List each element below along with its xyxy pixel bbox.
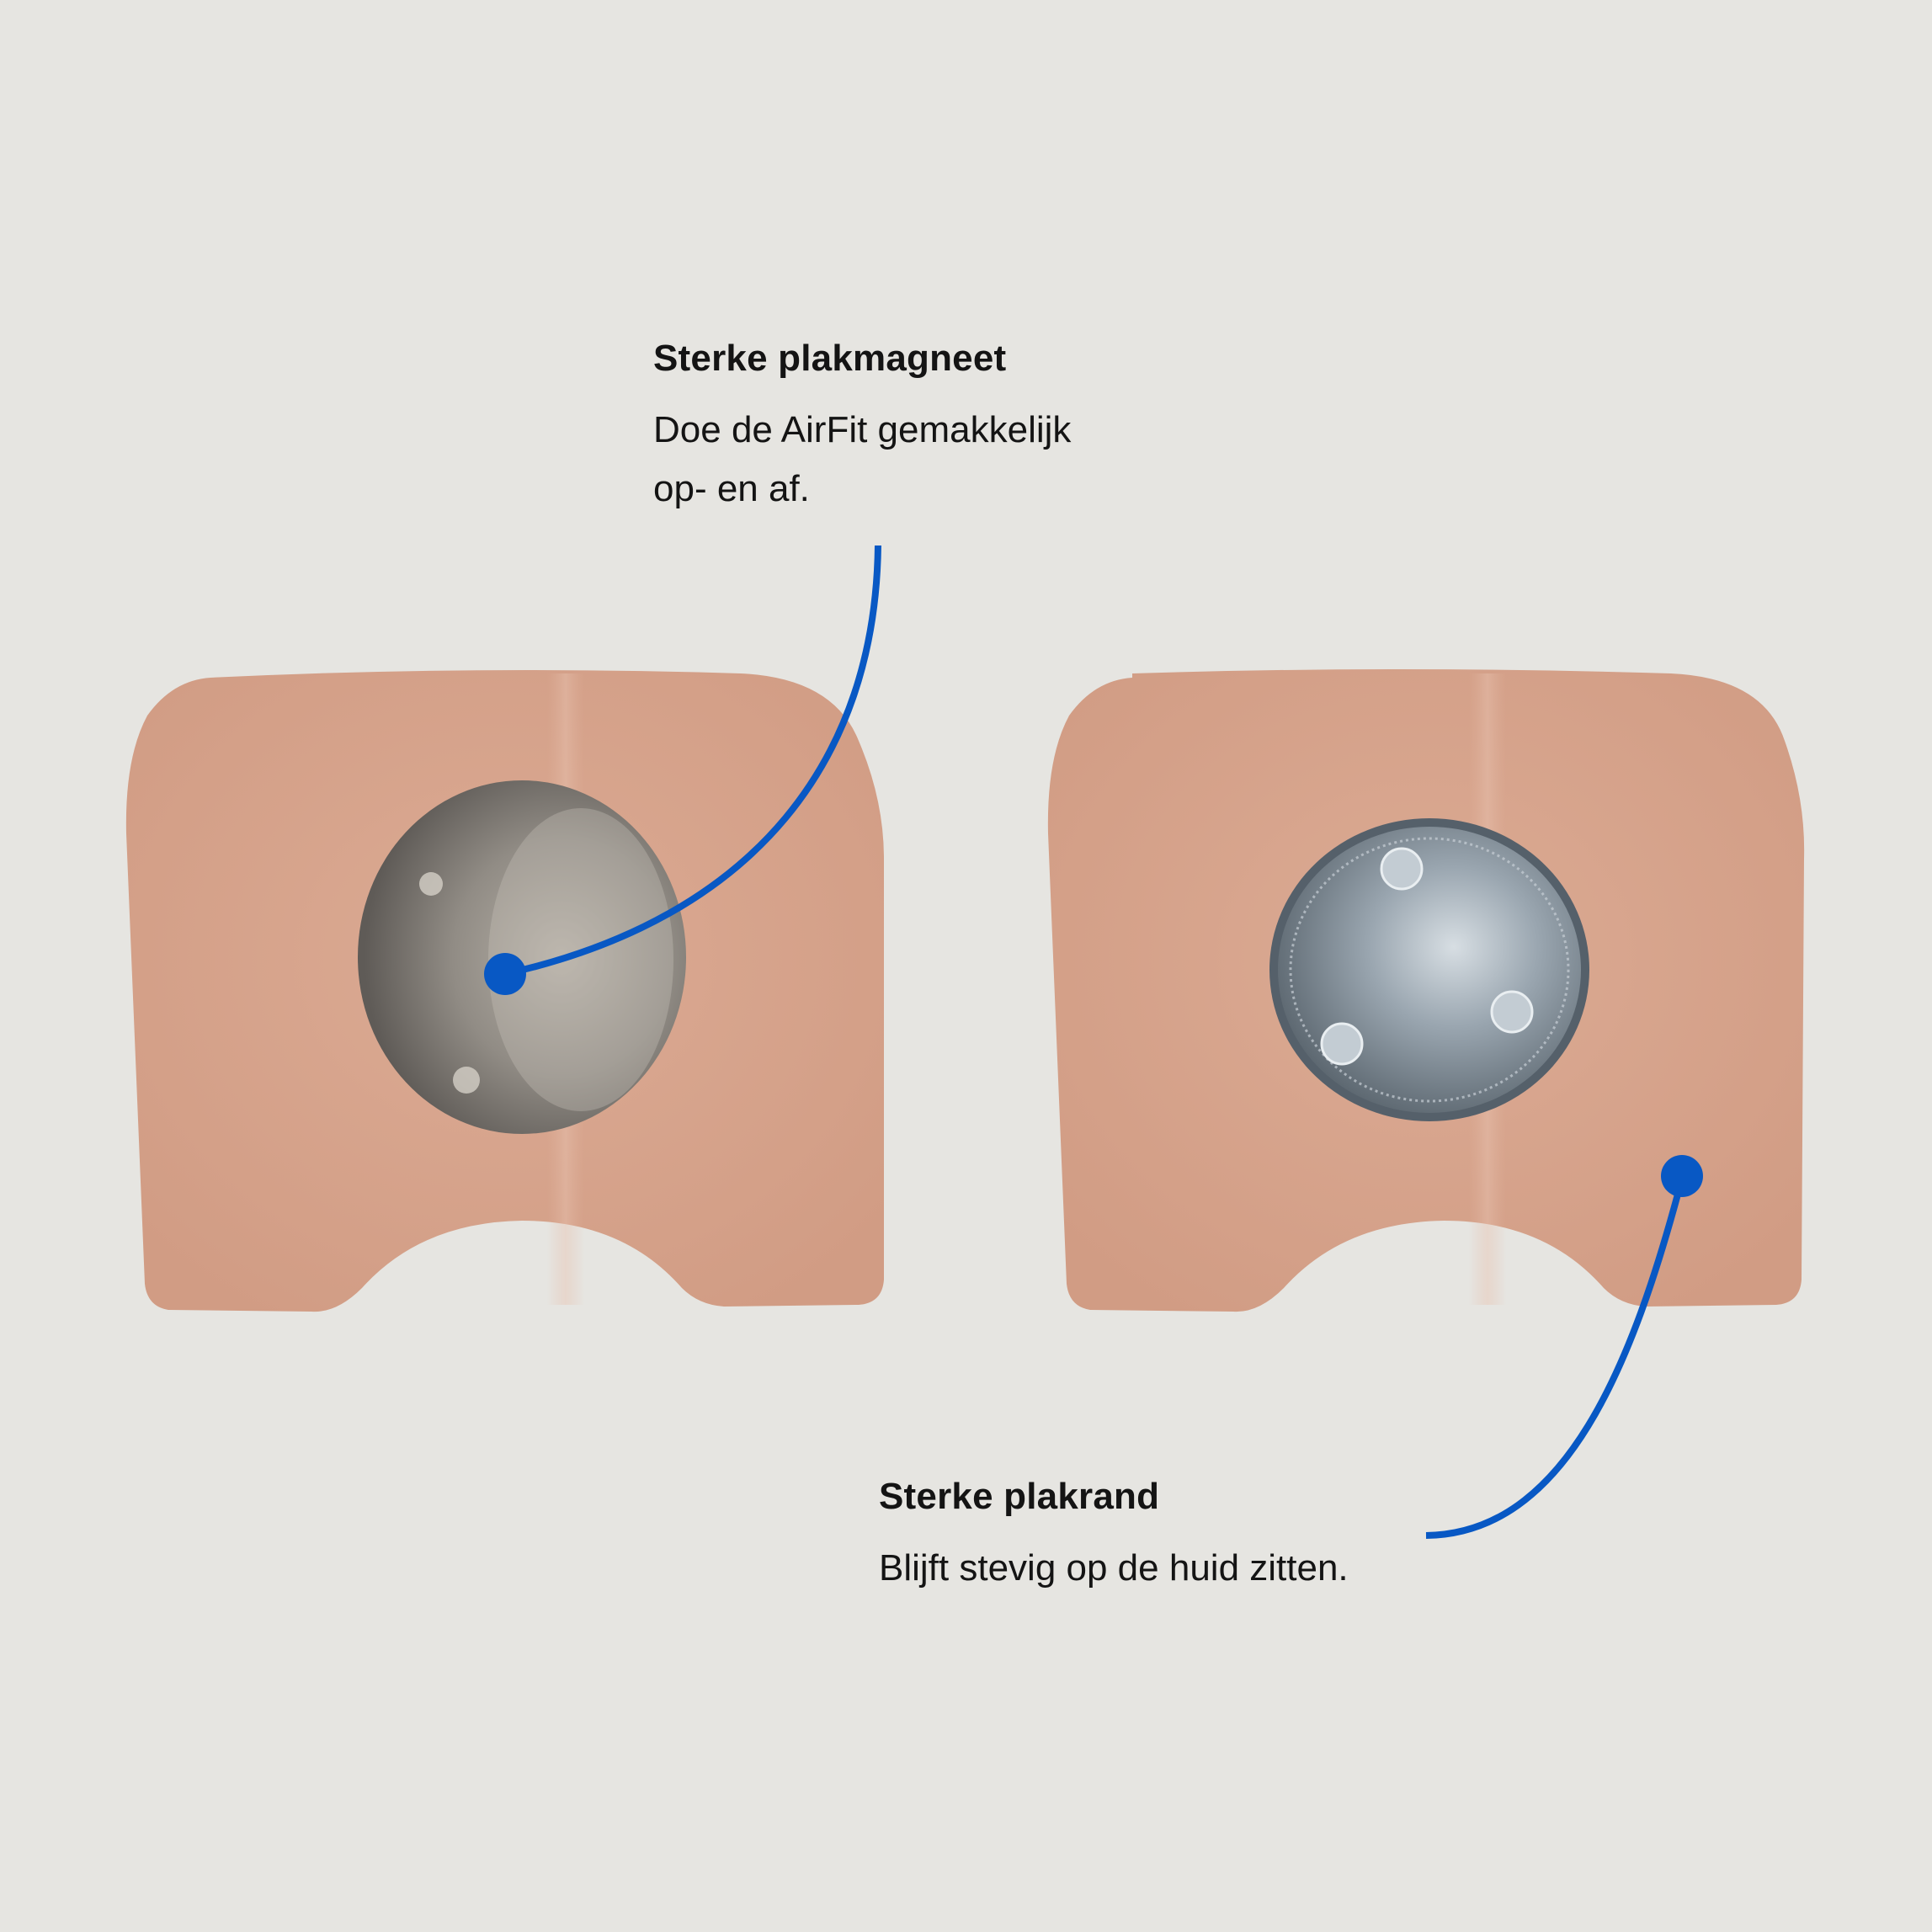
left-magnet <box>358 780 686 1134</box>
callout-magnet-title: Sterke plakmagneet <box>653 338 1007 379</box>
callout-2-dot-icon <box>1661 1155 1703 1197</box>
callout-1-dot-icon <box>484 953 526 995</box>
callout-2-pointer <box>1425 1155 1703 1539</box>
callout-edge-title: Sterke plakrand <box>879 1476 1160 1517</box>
disc-dimple-1 <box>1380 847 1424 891</box>
disc-dimple-3 <box>1320 1022 1364 1066</box>
callout-edge: Sterke plakrand Blijft stevig op de huid… <box>879 1473 1519 1598</box>
disc-dimple-2 <box>1490 990 1534 1034</box>
callout-edge-body: Blijft stevig op de huid zitten. <box>879 1539 1519 1598</box>
right-patch <box>1047 669 1805 1312</box>
right-metal-disc <box>1278 827 1581 1113</box>
callout-magnet-body-line: Doe de AirFit gemakkelijk <box>653 409 1072 450</box>
callout-1-pointer <box>484 545 881 995</box>
callout-edge-body-line: Blijft stevig op de huid zitten. <box>879 1547 1349 1589</box>
callout-magnet-body: Doe de AirFit gemakkelijk op- en af. <box>653 401 1175 519</box>
callout-magnet: Sterke plakmagneet Doe de AirFit gemakke… <box>653 335 1175 519</box>
callout-magnet-body-line: op- en af. <box>653 468 810 509</box>
